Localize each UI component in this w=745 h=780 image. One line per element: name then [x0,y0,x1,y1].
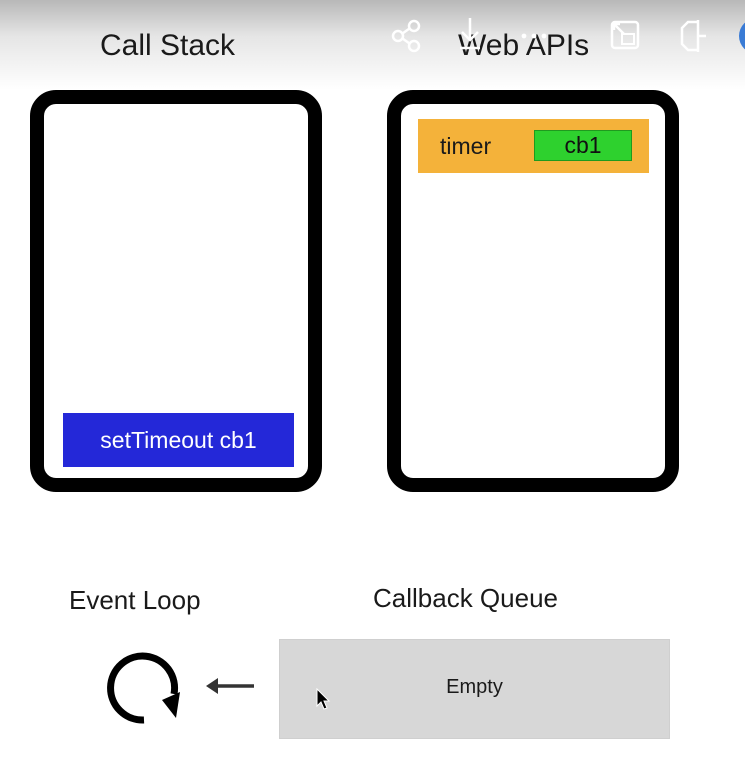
expand-icon[interactable] [672,14,716,58]
picture-in-picture-icon[interactable] [604,14,648,58]
refresh-loop-icon [104,648,184,728]
more-icon[interactable] [514,14,558,58]
callback-queue-status: Empty [446,676,503,698]
web-api-timer-entry: timer cb1 [418,119,649,173]
callback-queue-label: Callback Queue [373,583,558,613]
download-icon[interactable] [450,14,494,58]
mouse-cursor-icon [316,687,332,712]
video-toolbar [380,14,745,58]
avatar[interactable] [739,18,745,54]
timer-callback: cb1 [534,130,632,161]
event-loop-label: Event Loop [69,585,201,615]
timer-label: timer [440,133,492,159]
arrow-left-icon [204,674,256,698]
callback-queue-box: Empty [279,639,670,739]
share-icon[interactable] [384,14,428,58]
call-stack-title: Call Stack [100,29,236,62]
call-stack-frame: setTimeout cb1 [63,413,294,467]
